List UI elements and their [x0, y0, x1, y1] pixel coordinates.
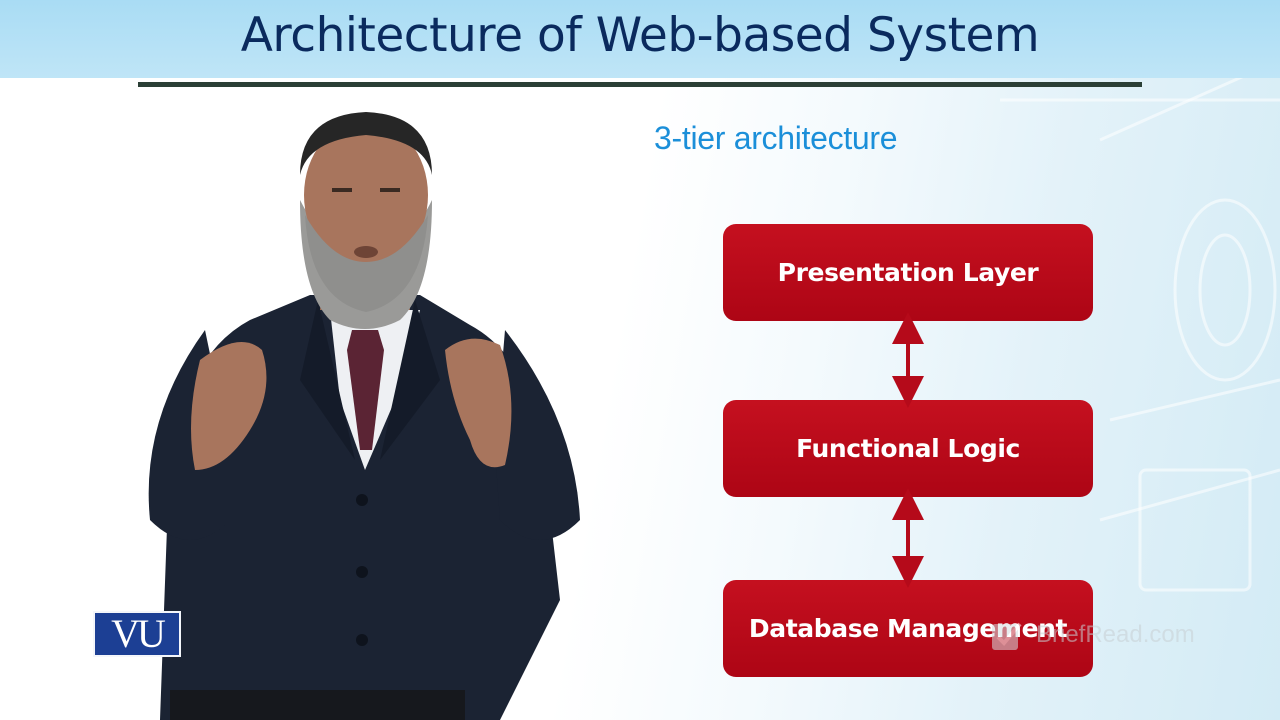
presenter-right-hand — [445, 338, 512, 468]
slide-subtitle: 3-tier architecture — [654, 120, 898, 156]
presenter-tie — [347, 330, 384, 450]
watermark: BriefRead.com — [990, 618, 1195, 652]
title-underline — [138, 82, 1142, 87]
database-management-box: Database Management — [723, 580, 1093, 677]
presentation-layer-box: Presentation Layer — [723, 224, 1093, 321]
presenter-face — [304, 120, 428, 270]
vu-logo-text: VU — [111, 611, 166, 656]
slide-title: Architecture of Web-based System — [240, 8, 1040, 63]
watermark-text: BriefRead.com — [1036, 621, 1195, 648]
title-band — [0, 0, 1280, 78]
pencil-check-icon — [992, 622, 1022, 650]
functional-logic-box: Functional Logic — [723, 400, 1093, 497]
presenter-left-hand — [191, 342, 267, 470]
presenter-hair — [300, 112, 432, 175]
vu-logo: VU — [93, 611, 181, 657]
presenter-right-arm — [495, 330, 580, 540]
podium — [170, 690, 465, 720]
